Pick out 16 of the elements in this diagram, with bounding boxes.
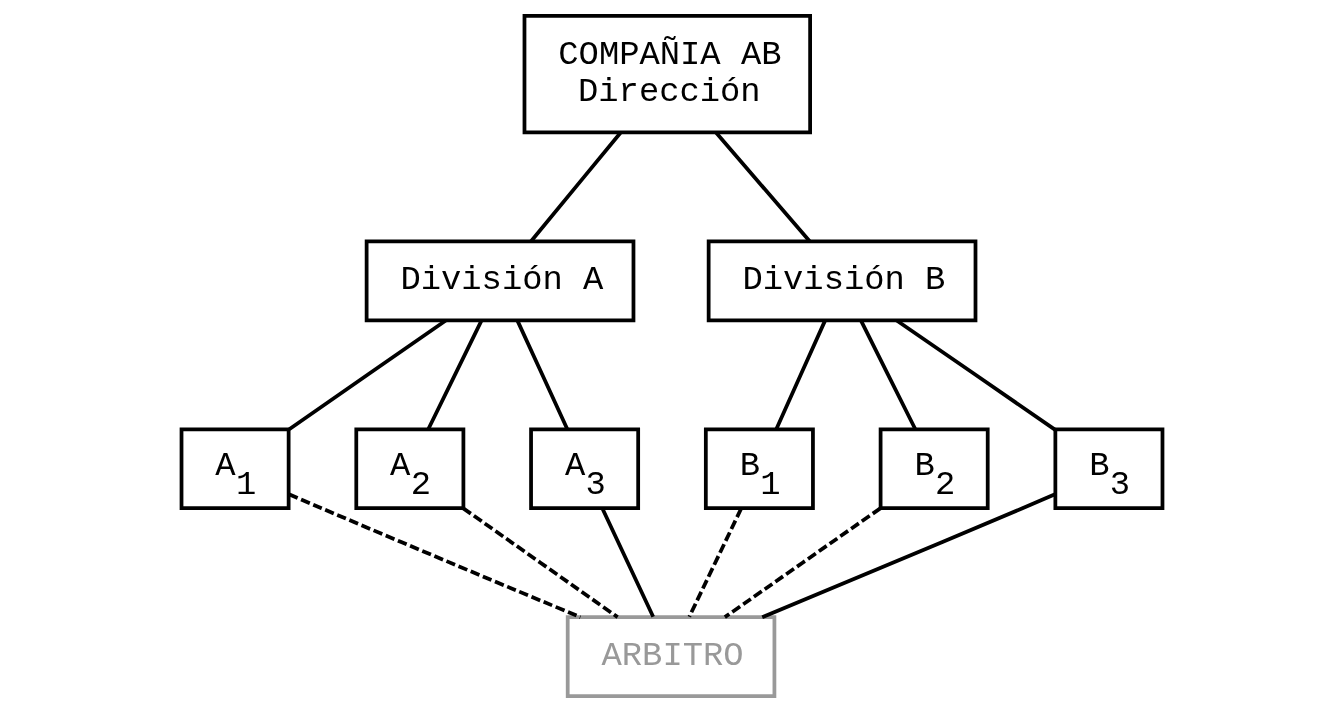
connector xyxy=(714,131,812,243)
node-box: División A xyxy=(364,239,636,323)
connector xyxy=(288,492,582,619)
node-box: COMPAÑIA AB Dirección xyxy=(522,14,812,135)
connector xyxy=(774,320,827,430)
connector xyxy=(859,320,917,430)
node-box: División B xyxy=(706,239,978,323)
connector xyxy=(723,506,882,619)
connector xyxy=(462,506,619,619)
connector xyxy=(687,508,743,618)
node-box: ARBITRO xyxy=(565,615,777,698)
connector xyxy=(600,508,655,618)
connector xyxy=(761,492,1056,619)
connector xyxy=(529,131,623,243)
connector xyxy=(426,320,484,430)
connector xyxy=(515,320,569,430)
